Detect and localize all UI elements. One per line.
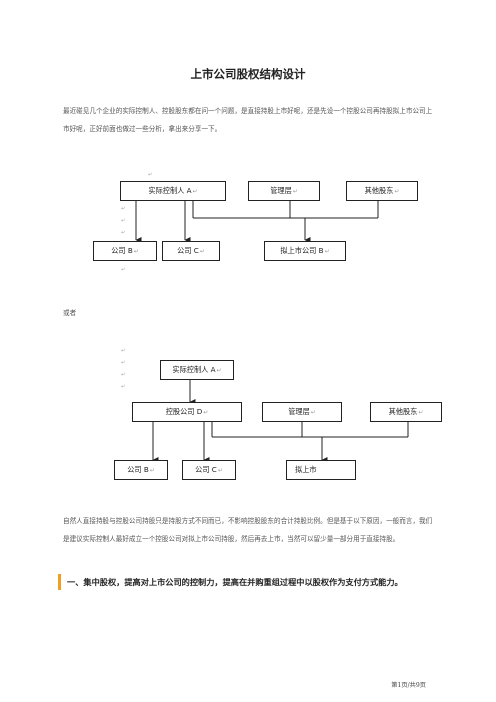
paragraph-mark: ↵: [292, 187, 298, 195]
box-company-c-label: 公司 C: [195, 465, 217, 474]
box-target-company: 拟上市: [286, 460, 356, 480]
or-label: 或者: [63, 309, 77, 317]
box-controller: 实际控制人 A↵: [160, 360, 234, 380]
paragraph-mark: ↵: [148, 172, 153, 178]
intro-paragraph: 最近碰见几个企业的实际控制人、控股股东都在问一个问题，是直接持股上市好呢，还是先…: [63, 107, 433, 133]
box-other-shareholders: 其他股东↵: [370, 402, 442, 422]
box-company-b: 公司 B↵: [93, 241, 157, 261]
box-target-company: 拟上市公司 B↵: [264, 241, 346, 261]
paragraph-mark: ↵: [199, 247, 205, 255]
diagram-2-connectors: [152, 380, 409, 463]
paragraph-mark: ↵: [310, 408, 316, 416]
page-title: 上市公司股权结构设计: [190, 67, 306, 81]
box-other-shareholders: 其他股东↵: [346, 181, 418, 201]
box-controller-label: 实际控制人 A: [172, 365, 216, 374]
box-holding-company: 控股公司 D↵: [132, 402, 242, 422]
paragraph-mark: ↵: [121, 348, 126, 354]
paragraph-mark: ↵: [121, 206, 126, 212]
box-company-c-label: 公司 C: [177, 246, 199, 255]
box-controller-label: 实际控制人 A: [148, 186, 192, 195]
box-company-c: 公司 C↵: [182, 460, 236, 480]
box-target-company-label: 拟上市公司 B: [280, 246, 324, 255]
box-controller: 实际控制人 A↵: [120, 181, 226, 201]
box-target-company-label: 拟上市: [295, 465, 317, 474]
box-other-shareholders-label: 其他股东: [364, 186, 394, 195]
box-management: 管理层↵: [248, 181, 320, 201]
paragraph-mark: ↵: [418, 408, 424, 416]
box-company-b-label: 公司 B: [111, 246, 133, 255]
paragraph-mark: ↵: [203, 408, 209, 416]
box-management-label: 管理层: [270, 186, 292, 195]
box-other-shareholders-label: 其他股东: [388, 407, 418, 416]
paragraph-mark: ↵: [217, 466, 223, 474]
paragraph-mark: ↵: [121, 267, 126, 273]
paragraph-mark: ↵: [121, 230, 126, 236]
paragraph-mark: ↵: [121, 384, 126, 390]
conclusion-paragraph: 自然人直接持股与控股公司持股只是持股方式不同而已，不影响控股股东的合计持股比例。…: [63, 517, 433, 543]
paragraph-mark: ↵: [216, 366, 222, 374]
box-management: 管理层↵: [262, 402, 342, 422]
paragraph-mark: ↵: [133, 247, 139, 255]
diagram-1-connectors: [135, 201, 379, 243]
paragraph-mark: ↵: [192, 187, 198, 195]
paragraph-mark: ↵: [324, 247, 330, 255]
paragraph-mark: ↵: [121, 218, 126, 224]
page-footer: 第1页/共9页: [391, 682, 426, 689]
box-management-label: 管理层: [288, 407, 310, 416]
paragraph-mark: ↵: [121, 372, 126, 378]
paragraph-mark: ↵: [394, 187, 400, 195]
section-heading: 一、集中股权，提高对上市公司的控制力，提高在并购重组过程中以股权作为支付方式能力…: [58, 574, 447, 590]
paragraph-mark: ↵: [149, 466, 155, 474]
box-company-b-label: 公司 B: [127, 465, 149, 474]
paragraph-mark: ↵: [121, 360, 126, 366]
box-company-c: 公司 C↵: [162, 241, 220, 261]
box-company-b: 公司 B↵: [114, 460, 168, 480]
box-holding-company-label: 控股公司 D: [165, 407, 203, 416]
